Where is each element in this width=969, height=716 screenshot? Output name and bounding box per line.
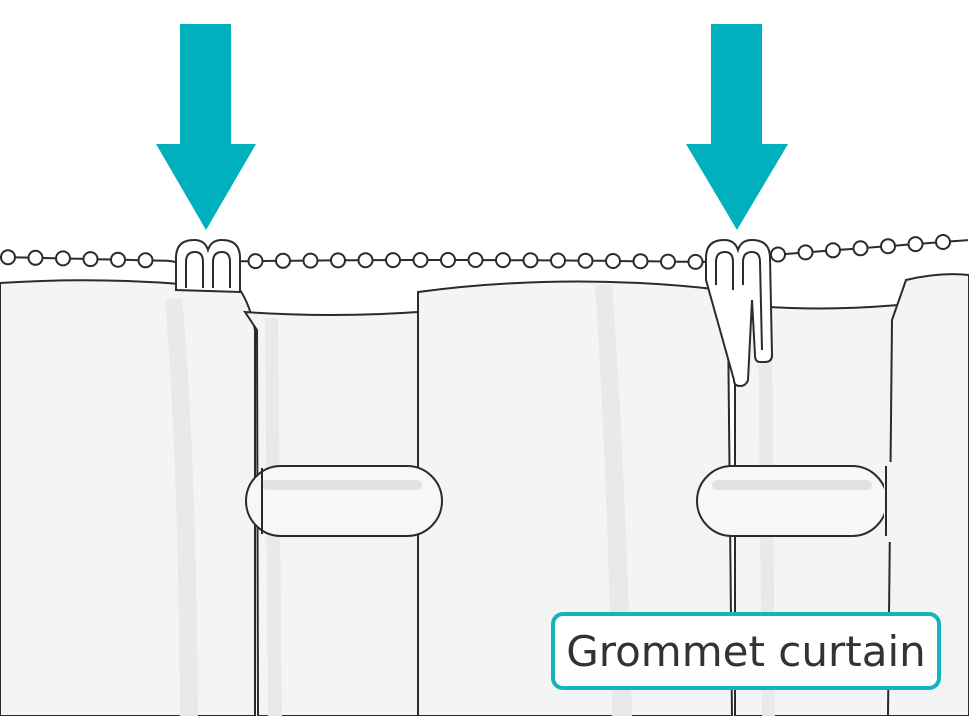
rod-highlight-left	[262, 480, 422, 490]
chain-bead	[660, 253, 676, 270]
rod-cut-right	[884, 462, 904, 542]
chain-bead	[412, 252, 429, 268]
chain-bead	[577, 252, 594, 269]
chain-bead	[247, 253, 264, 270]
chain-bead	[605, 253, 621, 269]
arrows	[156, 24, 788, 230]
chain-bead	[55, 250, 71, 267]
chain-bead	[467, 252, 484, 268]
chain-bead	[440, 252, 456, 268]
curtain-panels	[0, 273, 969, 716]
chain-bead	[330, 252, 346, 269]
chain-bead	[907, 236, 924, 253]
chain-bead	[550, 252, 566, 269]
chain-bead	[137, 252, 154, 269]
ball-chain-icon	[0, 234, 969, 270]
chain-bead	[27, 249, 44, 266]
chain-bead	[852, 240, 869, 257]
chain-bead	[880, 238, 896, 255]
chain-bead	[935, 234, 951, 250]
rod-segment-left	[245, 465, 443, 537]
rod-segment-right	[696, 465, 888, 537]
chain-bead	[522, 252, 539, 269]
label-text: Grommet curtain	[566, 626, 926, 676]
rod-icon	[245, 462, 904, 542]
down-arrow-icon	[686, 24, 788, 230]
curtain-panel-right	[886, 273, 969, 716]
chain-bead	[82, 251, 99, 268]
hook-clip-icon	[705, 238, 774, 388]
chain-bead	[357, 252, 374, 269]
chain-bead	[0, 249, 16, 266]
down-arrow-icon	[156, 24, 256, 230]
chain-bead	[797, 244, 814, 261]
rod-highlight-right	[712, 480, 872, 490]
chain-bead	[770, 246, 786, 263]
chain-bead	[632, 253, 649, 270]
chain-bead	[495, 252, 511, 269]
chain-bead	[110, 251, 126, 268]
chain-bead	[687, 253, 704, 270]
chain-bead	[385, 252, 401, 269]
chain-bead	[825, 242, 841, 259]
curtain-panel-left	[0, 279, 256, 716]
shade-left	[165, 298, 198, 716]
chain-bead	[275, 252, 291, 269]
hook-clip-icon	[175, 238, 241, 294]
shade-middle	[595, 284, 632, 716]
label-box: Grommet curtain	[551, 612, 941, 690]
chain-bead	[302, 252, 319, 269]
